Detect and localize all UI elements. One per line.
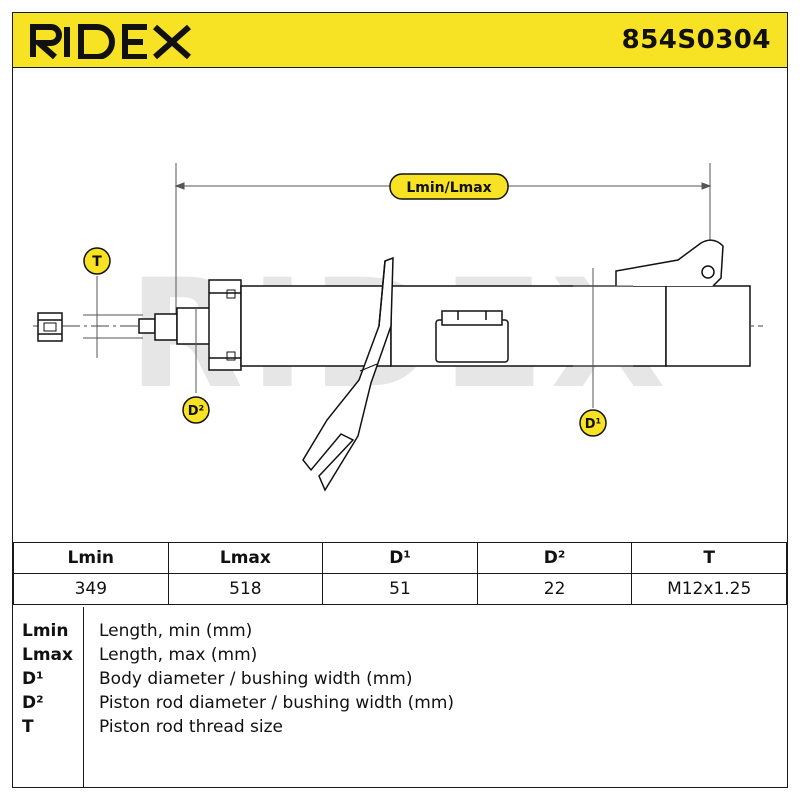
thread-badge bbox=[83, 247, 111, 275]
spec-value-t: M12x1.25 bbox=[631, 573, 787, 605]
spec-header-row: Lmin Lmax D¹ D² T bbox=[13, 542, 787, 574]
legend-desc: Length, max (mm) bbox=[99, 645, 258, 665]
legend-divider bbox=[83, 607, 84, 787]
rod-diameter-label: D² bbox=[188, 404, 205, 419]
spec-header-lmax: Lmax bbox=[167, 542, 324, 574]
legend-item: T Piston rod thread size bbox=[13, 715, 787, 739]
legend-item: D¹ Body diameter / bushing width (mm) bbox=[13, 667, 787, 691]
legend-desc: Length, min (mm) bbox=[99, 621, 253, 641]
shock-body bbox=[240, 239, 751, 367]
length-badge bbox=[389, 173, 509, 200]
technical-drawing: RIDEX Lmin/Lmax T bbox=[13, 68, 787, 541]
spec-header-lmin: Lmin bbox=[13, 542, 169, 574]
body-diameter-badge bbox=[579, 409, 607, 437]
legend-key: Lmin bbox=[22, 621, 69, 641]
legend-desc: Piston rod thread size bbox=[99, 717, 284, 737]
legend-key: D¹ bbox=[22, 669, 44, 689]
body-diameter-dimension bbox=[573, 268, 633, 408]
legend-item: D² Piston rod diameter / bushing width (… bbox=[13, 691, 787, 715]
shock-absorber-drawing: RIDEX Lmin/Lmax T bbox=[33, 163, 763, 492]
spec-value-row: 349 518 51 22 M12x1.25 bbox=[13, 573, 787, 605]
legend-desc: Piston rod diameter / bushing width (mm) bbox=[99, 693, 455, 713]
thread-dimension bbox=[83, 276, 143, 358]
legend-desc: Body diameter / bushing width (mm) bbox=[99, 669, 413, 689]
spec-table: Lmin Lmax D¹ D² T 349 518 51 22 M12x1.25 bbox=[13, 542, 787, 605]
spec-value-d1: 51 bbox=[322, 573, 478, 605]
legend-key: D² bbox=[22, 693, 44, 713]
spec-header-t: T bbox=[631, 542, 787, 574]
spring-seat-bracket bbox=[302, 256, 394, 492]
thread-label: T bbox=[92, 254, 102, 270]
spec-value-lmin: 349 bbox=[13, 573, 169, 605]
spec-header-d2: D² bbox=[476, 542, 633, 574]
product-sheet: 854S0304 RIDEX Lmin/Lmax bbox=[12, 12, 788, 788]
legend-key: T bbox=[22, 717, 34, 737]
legend-key: Lmax bbox=[22, 645, 73, 665]
header-bar: 854S0304 bbox=[13, 13, 787, 68]
spec-header-d1: D¹ bbox=[322, 542, 478, 574]
spec-value-lmax: 518 bbox=[167, 573, 324, 605]
part-number: 854S0304 bbox=[621, 25, 771, 55]
legend-item: Lmax Length, max (mm) bbox=[13, 643, 787, 667]
spec-value-d2: 22 bbox=[476, 573, 633, 605]
rod-diameter-badge bbox=[182, 396, 210, 424]
body-diameter-label: D¹ bbox=[585, 417, 602, 432]
legend-item: Lmin Length, min (mm) bbox=[13, 619, 787, 643]
brand-logo bbox=[30, 24, 191, 59]
legend: Lmin Length, min (mm) Lmax Length, max (… bbox=[13, 607, 787, 787]
length-label: Lmin/Lmax bbox=[406, 180, 491, 196]
piston-rod bbox=[138, 279, 242, 371]
nut-icon bbox=[37, 312, 63, 342]
